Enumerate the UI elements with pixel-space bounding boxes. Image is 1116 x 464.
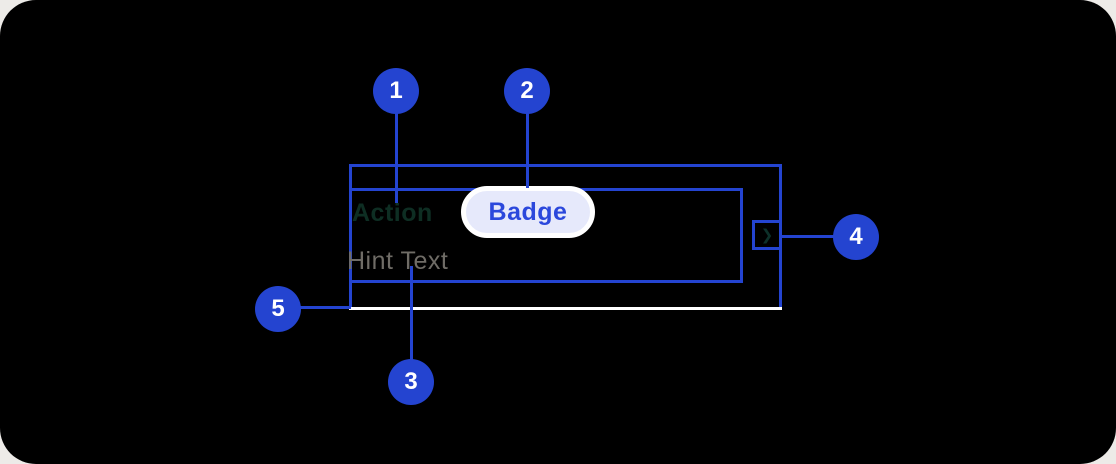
callout-line-5 — [299, 306, 351, 309]
callout-marker-1: 1 — [373, 68, 419, 114]
callout-number-5: 5 — [271, 295, 285, 322]
badge: Badge — [461, 186, 595, 238]
callout-line-4 — [780, 235, 835, 238]
chevron-button: ❯ — [752, 220, 782, 250]
divider-line — [349, 307, 782, 310]
chevron-right-icon: ❯ — [760, 226, 774, 244]
callout-number-1: 1 — [389, 77, 403, 104]
callout-marker-5: 5 — [255, 286, 301, 332]
callout-line-3 — [410, 266, 413, 361]
callout-number-4: 4 — [849, 223, 863, 250]
hint-text-label: Hint Text — [347, 247, 449, 275]
badge-label: Badge — [488, 197, 568, 226]
callout-number-3: 3 — [404, 368, 418, 395]
action-label: Action — [352, 199, 433, 227]
callout-number-2: 2 — [520, 77, 534, 104]
callout-marker-3: 3 — [388, 359, 434, 405]
callout-marker-2: 2 — [504, 68, 550, 114]
callout-marker-4: 4 — [833, 214, 879, 260]
callout-line-1 — [395, 112, 398, 203]
callout-line-2 — [526, 112, 529, 188]
